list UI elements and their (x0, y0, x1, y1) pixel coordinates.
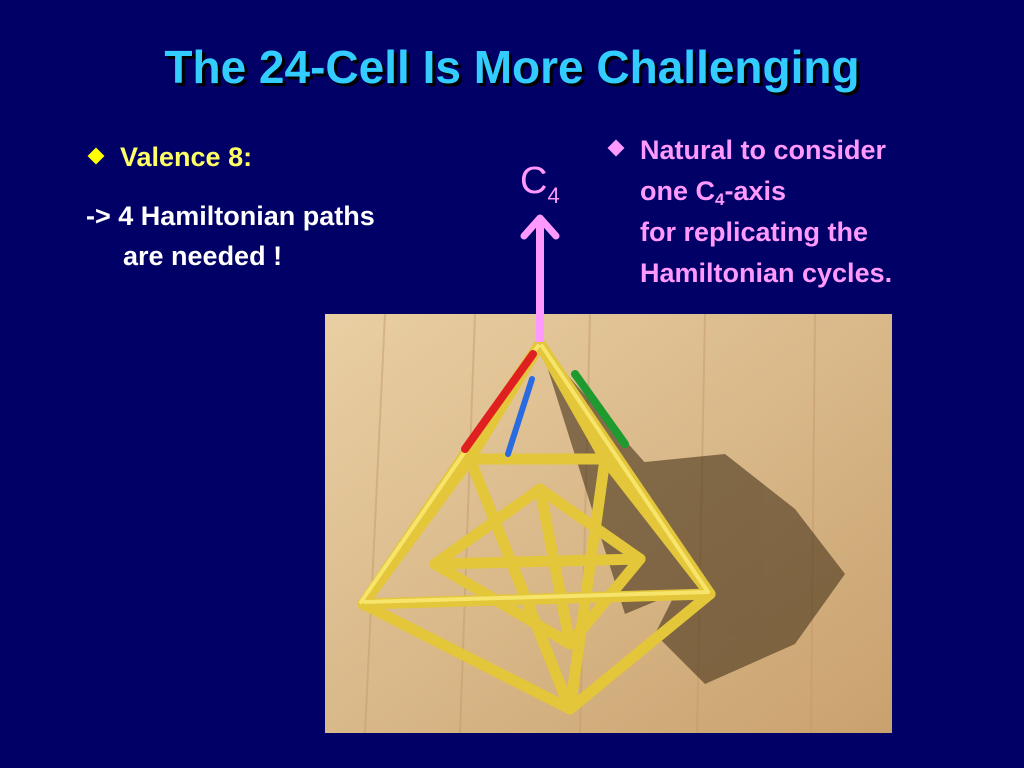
hamiltonian-paths-text: -> 4 Hamiltonian paths are needed ! (86, 196, 506, 276)
diamond-bullet-icon (87, 147, 105, 165)
valence-heading: Valence 8: (120, 142, 253, 172)
left-text-block: Valence 8: -> 4 Hamiltonian paths are ne… (86, 138, 506, 276)
right-text-block: Natural to consider one C4-axis for repl… (606, 130, 1006, 294)
bullet-valence: Valence 8: (86, 138, 506, 176)
c4-axis-label: C4 (520, 160, 560, 208)
slide-title: The 24-Cell Is More Challenging (164, 41, 860, 93)
explanation-line-3: for replicating the (640, 217, 869, 247)
axis-explanation: Natural to consider one C4-axis for repl… (640, 130, 892, 294)
c4-axis-arrow-icon (520, 214, 560, 342)
bullet-natural: Natural to consider one C4-axis for repl… (606, 130, 1006, 294)
paths-line-2: are needed ! (123, 241, 283, 271)
paths-line-1: -> 4 Hamiltonian paths (86, 201, 375, 231)
diamond-bullet-icon (607, 139, 625, 157)
explanation-line-2: one C4-axis (640, 176, 787, 209)
explanation-line-1: Natural to consider (640, 135, 887, 165)
explanation-line-4: Hamiltonian cycles. (640, 258, 893, 288)
24-cell-model-photo (325, 314, 892, 733)
